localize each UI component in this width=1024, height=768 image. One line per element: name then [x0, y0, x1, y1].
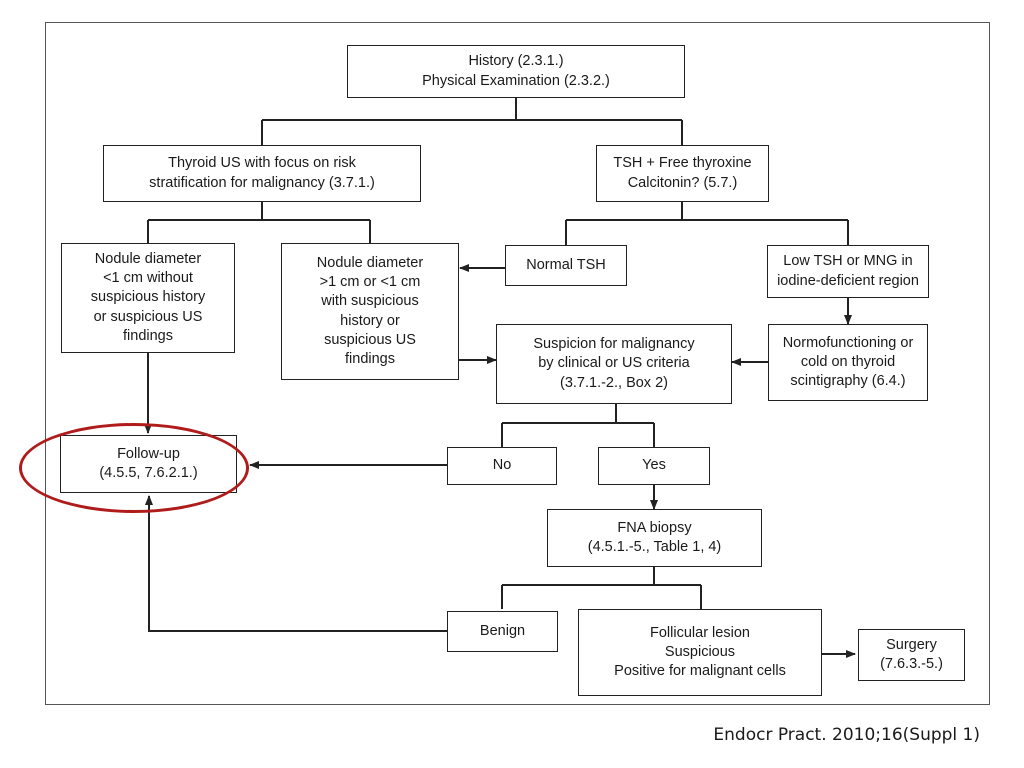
connector-history-split — [261, 97, 683, 145]
connector-thyroid-us-split — [147, 201, 371, 243]
benign-box: Benign — [447, 611, 558, 652]
connector-suspicion-split — [501, 403, 655, 447]
thyroid-us-box: Thyroid US with focus on risk stratifica… — [103, 145, 421, 202]
no-box: No — [447, 447, 557, 485]
low-tsh-box: Low TSH or MNG in iodine-deficient regio… — [767, 245, 929, 298]
history-label: History (2.3.1.) Physical Examination (2… — [422, 53, 610, 89]
nodule-large-label: Nodule diameter >1 cm or <1 cm with susp… — [316, 254, 424, 368]
suspicion-box: Suspicion for malignancy by clinical or … — [496, 324, 732, 404]
surgery-box: Surgery (7.6.3.-5.) — [858, 629, 965, 681]
tsh-box: TSH + Free thyroxine Calcitonin? (5.7.) — [596, 145, 769, 202]
suspicion-label: Suspicion for malignancy by clinical or … — [533, 336, 695, 391]
history-box: History (2.3.1.) Physical Examination (2… — [347, 45, 685, 98]
connector-tsh-split — [565, 201, 849, 245]
arrow-benign-to-followup — [145, 495, 447, 632]
surgery-label: Surgery (7.6.3.-5.) — [880, 636, 943, 672]
connector-fna-split — [501, 566, 702, 609]
nodule-large-box: Nodule diameter >1 cm or <1 cm with susp… — [281, 243, 459, 380]
normal-tsh-label: Normal TSH — [526, 256, 606, 273]
fna-box: FNA biopsy (4.5.1.-5., Table 1, 4) — [547, 509, 762, 567]
nodule-small-box: Nodule diameter <1 cm without suspicious… — [61, 243, 235, 353]
benign-label: Benign — [479, 622, 526, 639]
normofunctioning-box: Normofunctioning or cold on thyroid scin… — [768, 324, 928, 401]
yes-label: Yes — [642, 457, 666, 474]
followup-highlight-ellipse — [19, 423, 249, 513]
normofunctioning-label: Normofunctioning or cold on thyroid scin… — [782, 334, 914, 390]
thyroid-us-label: Thyroid US with focus on risk stratifica… — [149, 155, 375, 191]
nodule-small-label: Nodule diameter <1 cm without suspicious… — [90, 250, 206, 344]
follicular-box: Follicular lesion Suspicious Positive fo… — [578, 609, 822, 696]
tsh-label: TSH + Free thyroxine Calcitonin? (5.7.) — [613, 155, 752, 191]
citation: Endocr Pract. 2010;16(Suppl 1) — [713, 725, 980, 745]
diagram-frame — [45, 22, 990, 705]
fna-label: FNA biopsy (4.5.1.-5., Table 1, 4) — [587, 519, 722, 555]
normal-tsh-box: Normal TSH — [505, 245, 627, 286]
low-tsh-label: Low TSH or MNG in iodine-deficient regio… — [777, 253, 919, 289]
yes-box: Yes — [598, 447, 710, 485]
no-label: No — [492, 457, 512, 474]
follicular-label: Follicular lesion Suspicious Positive fo… — [614, 624, 786, 680]
